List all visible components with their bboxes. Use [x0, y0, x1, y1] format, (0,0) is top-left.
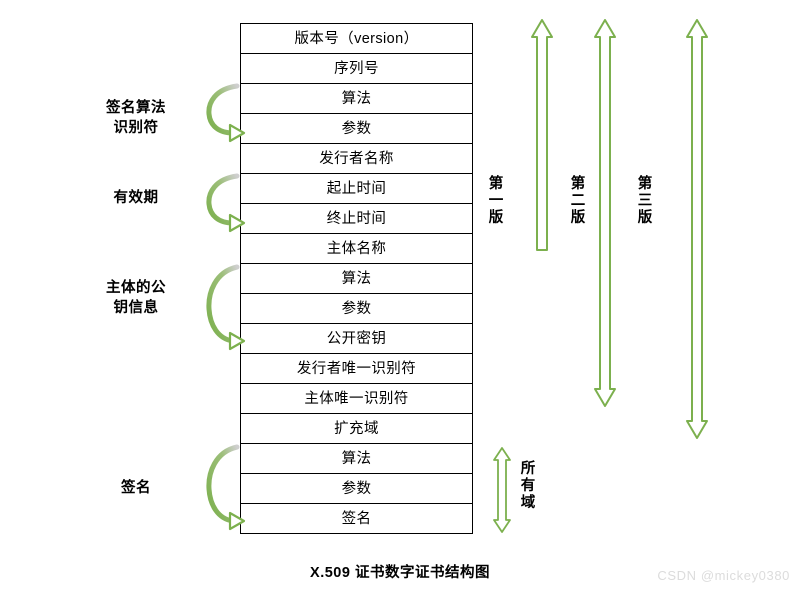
curved-brace-arrow-icon	[206, 83, 246, 143]
group-label-line-1: 主体的公	[106, 280, 166, 296]
all-fields-arrow-icon	[492, 446, 512, 539]
version-3-arrow-icon	[685, 18, 709, 445]
table-row: 版本号（version）	[241, 24, 472, 54]
all-fields-label: 所 有 域	[519, 461, 537, 512]
group-label-line-2: 识别符	[113, 120, 159, 136]
version-2-label: 第 二 版	[569, 176, 587, 227]
version-1-label-char-3: 版	[488, 210, 504, 226]
version-3-label-char-2: 三	[637, 193, 653, 209]
table-row: 签名	[241, 504, 472, 534]
version-2-label-char-1: 第	[570, 176, 586, 192]
group-label-subject-public-key-info: 主体的公 钥信息	[76, 278, 196, 318]
group-label-line-1: 签名	[121, 480, 151, 496]
version-1-label: 第 一 版	[487, 176, 505, 227]
all-fields-label-char-3: 域	[520, 495, 536, 511]
table-row: 公开密钥	[241, 324, 472, 354]
curved-brace-arrow-icon	[206, 443, 246, 533]
group-label-signature: 签名	[76, 478, 196, 498]
version-2-arrow-icon	[593, 18, 617, 413]
group-label-line-1: 签名算法	[106, 100, 166, 116]
table-row: 扩充域	[241, 414, 472, 444]
table-row: 起止时间	[241, 174, 472, 204]
all-fields-label-char-2: 有	[520, 478, 536, 494]
version-1-label-char-1: 第	[488, 176, 504, 192]
watermark: CSDN @mickey0380	[657, 568, 790, 583]
curved-brace-arrow-icon	[206, 263, 246, 353]
table-row: 主体唯一识别符	[241, 384, 472, 414]
diagram-caption: X.509 证书数字证书结构图	[310, 565, 490, 581]
version-3-label: 第 三 版	[636, 176, 654, 227]
table-row: 终止时间	[241, 204, 472, 234]
curved-brace-arrow-icon	[206, 173, 246, 233]
version-1-label-char-2: 一	[488, 193, 504, 209]
version-3-label-char-3: 版	[637, 210, 653, 226]
table-row: 参数	[241, 114, 472, 144]
table-row: 算法	[241, 84, 472, 114]
table-row: 主体名称	[241, 234, 472, 264]
table-row: 算法	[241, 264, 472, 294]
table-row: 序列号	[241, 54, 472, 84]
table-row: 参数	[241, 294, 472, 324]
version-1-arrow-icon	[530, 18, 554, 257]
certificate-structure-table: 版本号（version） 序列号 算法 参数 发行者名称 起止时间 终止时间 主…	[240, 23, 473, 534]
group-label-line-1: 有效期	[113, 190, 159, 206]
version-2-label-char-2: 二	[570, 193, 586, 209]
version-3-label-char-1: 第	[637, 176, 653, 192]
table-row: 参数	[241, 474, 472, 504]
all-fields-label-char-1: 所	[520, 461, 536, 477]
table-row: 发行者唯一识别符	[241, 354, 472, 384]
table-row: 算法	[241, 444, 472, 474]
group-label-signature-algorithm-id: 签名算法 识别符	[76, 98, 196, 138]
table-row: 发行者名称	[241, 144, 472, 174]
version-2-label-char-3: 版	[570, 210, 586, 226]
group-label-validity-period: 有效期	[76, 188, 196, 208]
group-label-line-2: 钥信息	[113, 300, 159, 316]
